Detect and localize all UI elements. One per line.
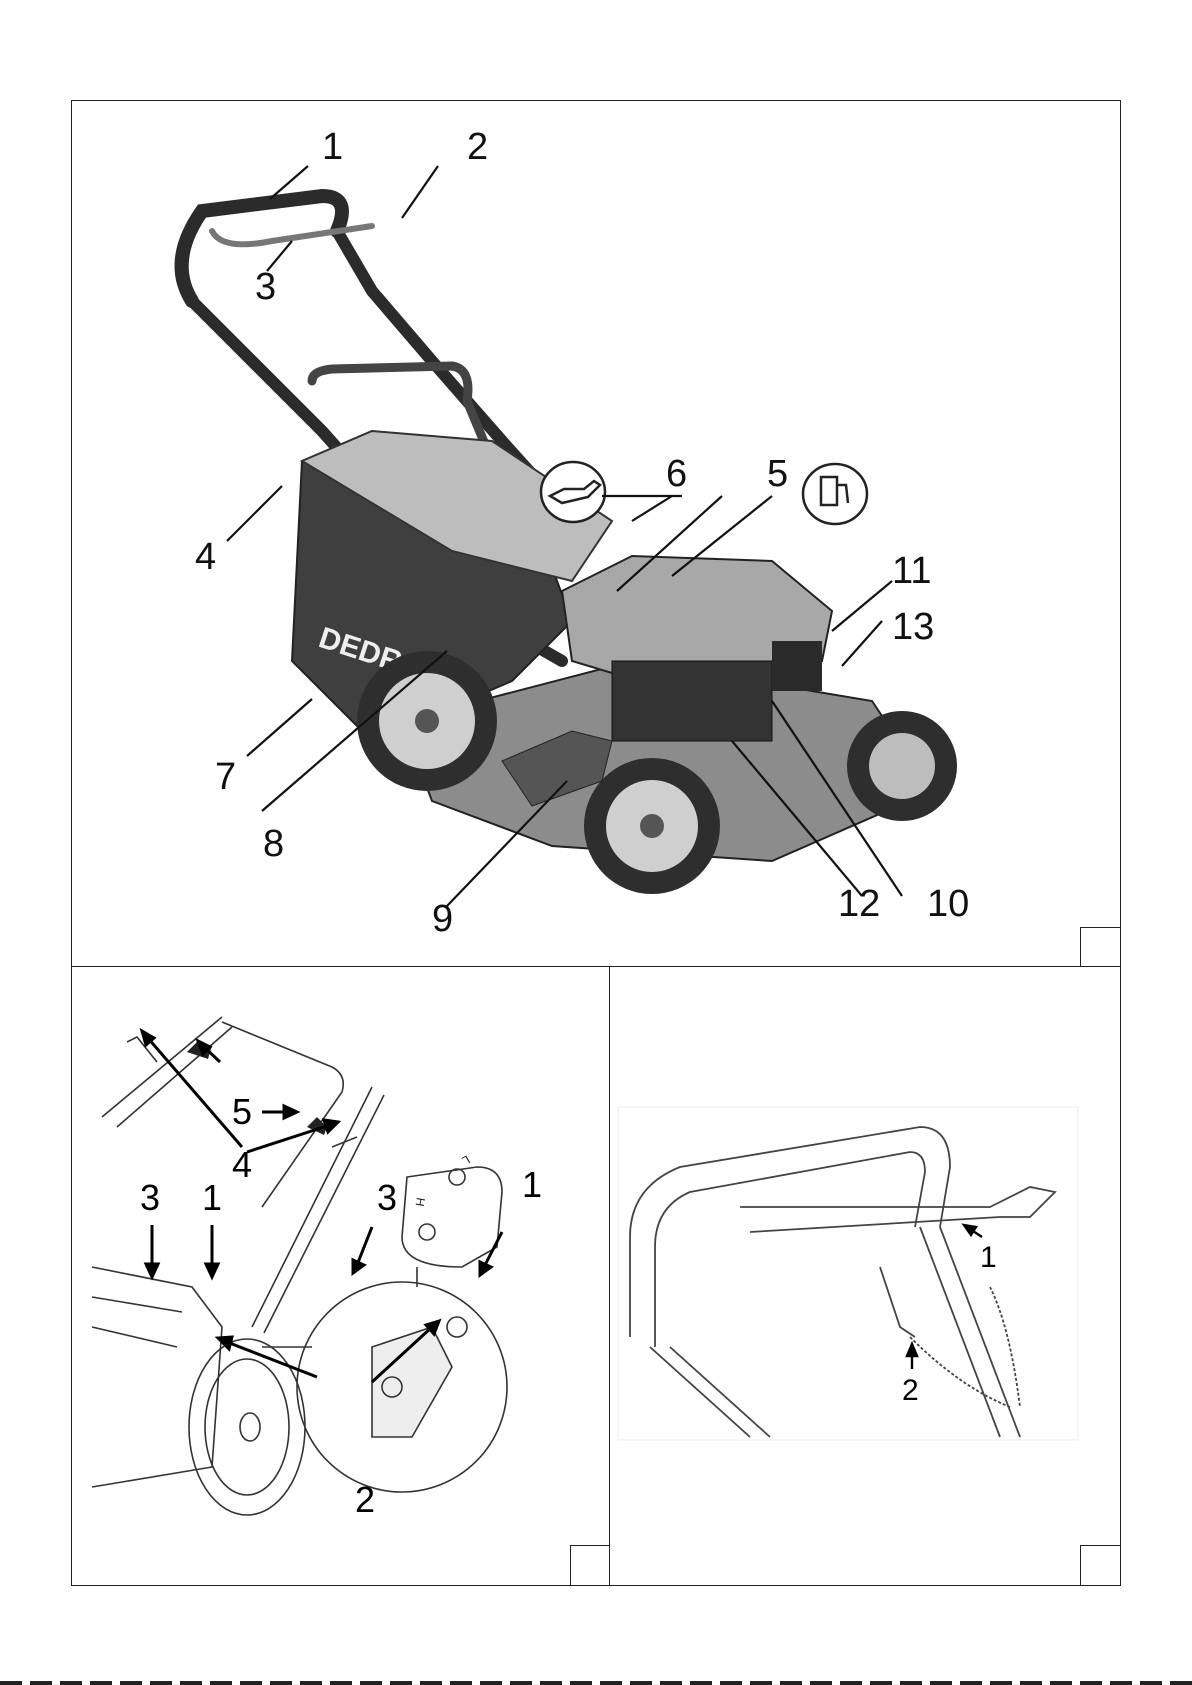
label-11: 11 xyxy=(892,550,931,592)
label-2: 2 xyxy=(467,126,488,168)
label-4: 4 xyxy=(195,536,216,578)
page-number-box xyxy=(1080,927,1120,967)
bottom-dashed-rule xyxy=(0,1681,1192,1685)
mark-L: L xyxy=(459,1152,472,1168)
handle-assembly-diagram: L H 5 4 3 1 3 1 2 xyxy=(72,967,609,1584)
label-8: 8 xyxy=(263,823,284,865)
bolt-top-right xyxy=(332,1137,357,1147)
mower-overview-diagram: DEDRA xyxy=(72,101,1119,966)
figure-2-panel: L H 5 4 3 1 3 1 2 xyxy=(71,966,611,1586)
label-1-left: 1 xyxy=(202,1177,222,1218)
handle-tube-left xyxy=(102,1017,232,1127)
front-wheel xyxy=(584,758,720,894)
figure-1-panel: DEDRA xyxy=(71,100,1121,968)
label-1: 1 xyxy=(980,1241,997,1274)
label-7: 7 xyxy=(215,756,236,798)
page-number-box xyxy=(1080,1545,1120,1585)
illustration-background xyxy=(618,1107,1078,1440)
label-2: 2 xyxy=(902,1374,919,1407)
label-6: 6 xyxy=(666,453,687,495)
mark-H: H xyxy=(413,1196,428,1207)
label-9: 9 xyxy=(432,898,453,940)
oil-can-icon xyxy=(541,462,605,522)
label-10: 10 xyxy=(927,883,969,925)
label-3: 3 xyxy=(255,266,276,308)
rear-wheel xyxy=(357,651,497,791)
control-cable-diagram: 1 2 xyxy=(610,967,1119,1584)
front-right-wheel xyxy=(847,711,957,821)
label-1: 1 xyxy=(322,126,343,168)
engine-block xyxy=(612,661,772,741)
label-2: 2 xyxy=(355,1479,375,1520)
label-4: 4 xyxy=(232,1144,252,1185)
page-number-box xyxy=(570,1545,610,1585)
fuel-pump-icon xyxy=(803,464,867,524)
detail-bubble-holes xyxy=(402,1167,502,1267)
label-3-detail: 3 xyxy=(377,1177,397,1218)
label-12: 12 xyxy=(838,883,880,925)
fuel-tank-cap xyxy=(772,641,822,691)
label-5: 5 xyxy=(232,1091,252,1132)
label-3-left: 3 xyxy=(140,1177,160,1218)
label-5: 5 xyxy=(767,453,788,495)
label-1-detail: 1 xyxy=(522,1164,542,1205)
label-13: 13 xyxy=(892,606,934,648)
figure-3-panel: 1 2 xyxy=(609,966,1121,1586)
